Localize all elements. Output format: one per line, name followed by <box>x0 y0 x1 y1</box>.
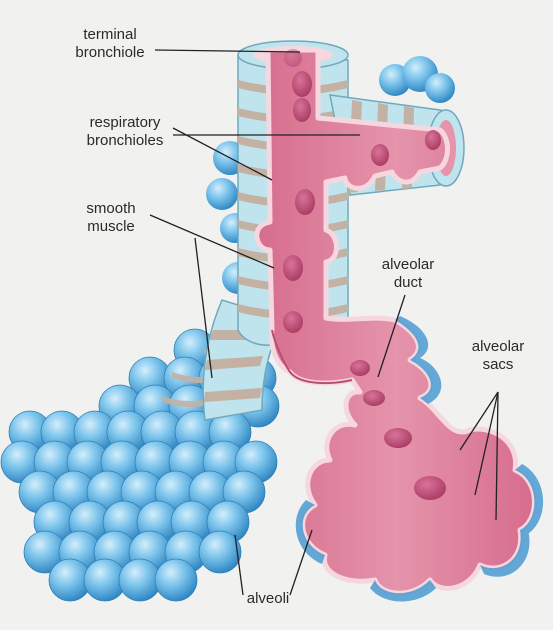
label-alveolar-duct: alveolar duct <box>368 256 448 292</box>
label-alveolar-sacs: alveolar sacs <box>458 338 538 374</box>
label-terminal-bronchiole: terminal bronchiole <box>60 26 160 62</box>
label-smooth-muscle: smooth muscle <box>66 200 156 236</box>
label-alveoli: alveoli <box>228 590 308 608</box>
alveolus <box>155 559 197 601</box>
label-respiratory-bronchioles: respiratory bronchioles <box>70 114 180 150</box>
